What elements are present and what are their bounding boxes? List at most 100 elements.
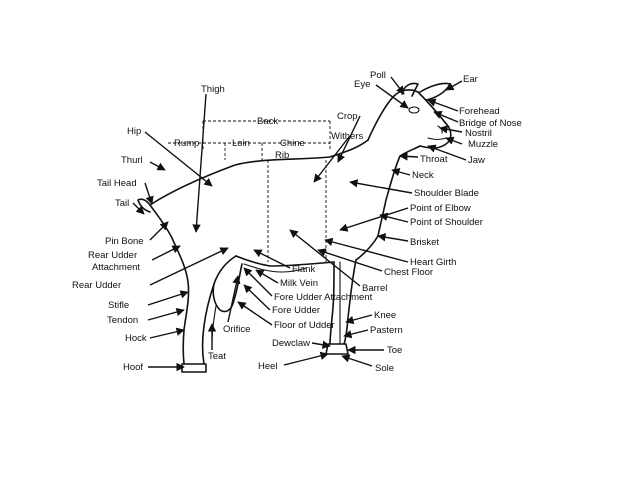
label-floor-of-udder: Floor of Udder: [274, 320, 335, 331]
arrow-eye: [375, 84, 409, 109]
label-point-of-elbow: Point of Elbow: [410, 203, 471, 214]
label-shoulder-blade: Shoulder Blade: [414, 188, 479, 199]
pointer-arrows: [132, 76, 467, 372]
label-flank: Flank: [292, 264, 316, 275]
label-point-of-shoulder: Point of Shoulder: [410, 217, 483, 228]
label-eye: Eye: [354, 79, 371, 90]
label-tail-head: Tail Head: [97, 178, 137, 189]
arrow-sole: [341, 354, 373, 367]
arrow-tail-head: [144, 182, 154, 205]
label-pin-bone: Pin Bone: [105, 236, 144, 247]
arrow-pastern: [343, 329, 369, 339]
arrow-muzzle: [445, 136, 463, 145]
label-teat: Teat: [208, 351, 226, 362]
label-fore-udder: Fore Udder: [272, 305, 321, 316]
label-hoof: Hoof: [123, 362, 144, 373]
arrow-floor-of-udder: [237, 301, 273, 326]
topline: [149, 139, 369, 206]
arrow-nostril: [439, 125, 463, 134]
arrow-barrel: [289, 229, 361, 287]
label-rear-udder-attachment-1: Rear Udder: [88, 250, 138, 261]
arrow-dewclaw: [311, 340, 331, 349]
label-dewclaw: Dewclaw: [272, 338, 311, 349]
arrow-pin-bone: [149, 221, 169, 241]
label-orifice: Orifice: [223, 324, 251, 335]
label-stifle: Stifle: [108, 300, 130, 311]
label-heel: Heel: [258, 361, 278, 372]
arrow-crop: [337, 115, 361, 163]
label-chine: Chine: [280, 138, 305, 149]
arrow-brisket: [377, 233, 409, 242]
label-chest-floor: Chest Floor: [384, 267, 434, 278]
hind-hoof: [181, 363, 207, 373]
arrow-point-of-elbow: [339, 207, 409, 232]
udder-shape: [212, 255, 243, 313]
label-rump: Rump: [174, 138, 200, 149]
arrow-heart-girth: [324, 237, 409, 263]
label-milk-vein: Milk Vein: [280, 278, 319, 289]
label-throat: Throat: [420, 154, 448, 165]
label-rear-udder-attachment-2: Attachment: [92, 262, 141, 273]
arrow-flank: [253, 249, 291, 269]
arrow-chest-floor: [317, 248, 383, 272]
arrow-bridge: [433, 111, 459, 123]
label-jaw: Jaw: [468, 155, 485, 166]
label-bridge-of-nose: Bridge of Nose: [459, 118, 522, 129]
label-brisket: Brisket: [410, 237, 440, 248]
label-forehead: Forehead: [459, 106, 500, 117]
arrow-rear-udder-attachment: [151, 245, 181, 261]
arrow-stifle: [147, 290, 189, 306]
arrow-throat: [399, 152, 419, 161]
label-fore-udder-attachment: Fore Udder Attachment: [274, 292, 373, 303]
ear-shape: [419, 82, 451, 101]
label-back: Back: [257, 116, 279, 127]
label-thurl: Thurl: [121, 155, 143, 166]
label-crop: Crop: [337, 111, 358, 122]
neck-top: [367, 89, 419, 141]
arrow-withers: [313, 136, 350, 183]
label-barrel: Barrel: [362, 283, 388, 294]
arrow-poll: [390, 76, 405, 95]
arrow-point-of-shoulder: [379, 212, 409, 223]
label-withers: Withers: [331, 131, 364, 142]
label-toe: Toe: [387, 345, 403, 356]
label-rear-udder: Rear Udder: [72, 280, 122, 291]
arrow-fore-udder: [243, 284, 271, 311]
arrow-tail: [132, 202, 145, 215]
arrow-shoulder-blade: [349, 179, 413, 194]
label-neck: Neck: [412, 170, 434, 181]
horn: [401, 82, 419, 97]
mouth: [427, 137, 447, 141]
label-rib: Rib: [275, 150, 290, 161]
brisket-line: [355, 235, 379, 261]
hind-leg-front: [201, 283, 215, 365]
label-knee: Knee: [374, 310, 397, 321]
label-muzzle: Muzzle: [468, 139, 499, 150]
arrow-milk-vein: [255, 269, 279, 284]
belly: [235, 255, 335, 267]
arrow-neck: [391, 167, 411, 177]
label-pastern: Pastern: [370, 325, 403, 336]
arrow-tendon: [147, 307, 185, 321]
label-sole: Sole: [375, 363, 395, 374]
label-ear: Ear: [463, 74, 478, 85]
arrow-hip: [144, 131, 213, 187]
label-hip: Hip: [127, 126, 142, 137]
nostril-mark: [437, 125, 443, 134]
arrow-jaw: [427, 144, 467, 161]
milk-vein-line: [243, 263, 307, 273]
arrow-thigh: [192, 93, 207, 233]
label-thigh: Thigh: [201, 84, 225, 95]
arrow-orifice: [227, 275, 241, 323]
arrow-knee: [345, 314, 373, 325]
arrow-rear-udder: [149, 247, 229, 286]
label-tendon: Tendon: [107, 315, 139, 326]
label-tail: Tail: [115, 198, 130, 209]
hind-leg-back: [149, 204, 190, 365]
label-hock: Hock: [125, 333, 147, 344]
arrow-fore-udder-attachment: [243, 267, 273, 297]
arrow-thurl: [149, 161, 166, 171]
arrow-heel: [283, 351, 329, 366]
